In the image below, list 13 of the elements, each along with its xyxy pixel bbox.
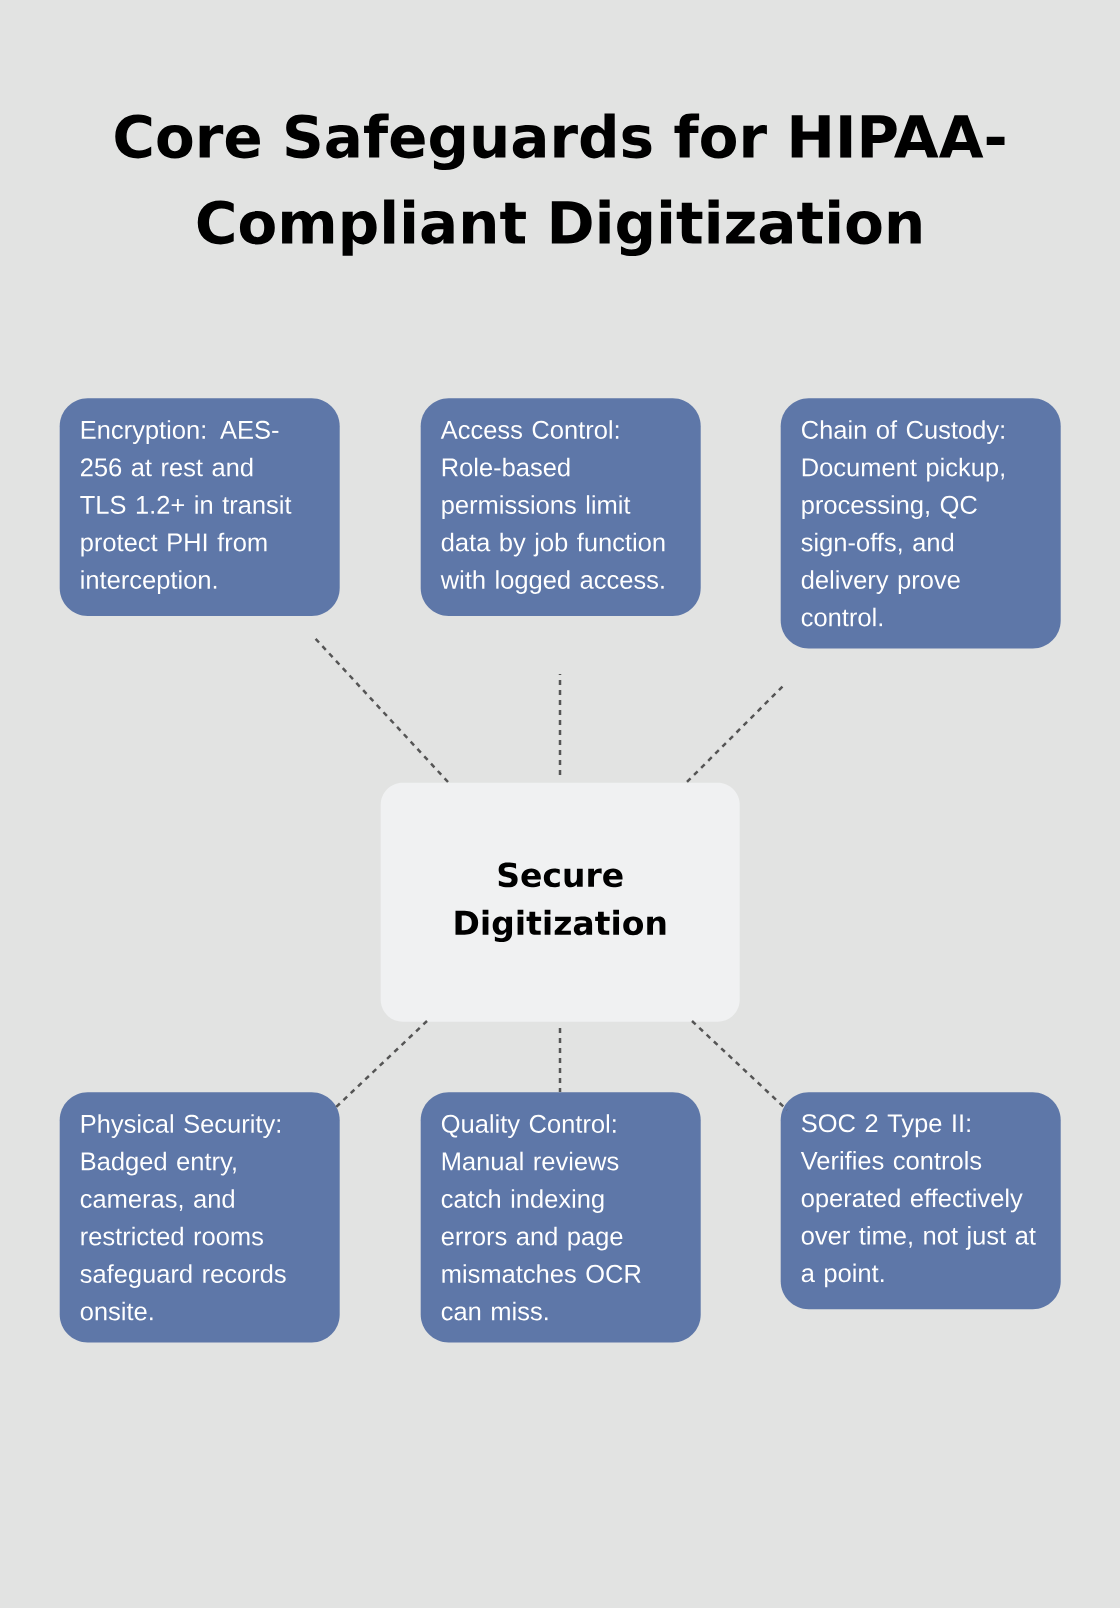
safeguard-box: Physical Security: Badged entry, cameras, and restricted rooms safeguard records onsite. (59, 1092, 340, 1343)
safeguard-box: SOC 2 Type II: Verifies controls operated effectively over time, not just at a point. (780, 1092, 1061, 1310)
title: Core Safeguards for HIPAA-Compliant Digitization (115, 113, 1005, 257)
connector-line (691, 1020, 788, 1111)
safeguard-box: Quality Control: Manual reviews catch indexing errors and page mismatches OCR can miss. (420, 1092, 701, 1343)
connector-line (558, 1028, 562, 1092)
safeguard-box: Encryption: AES-256 at rest and TLS 1.2+ in transit protect PHI from interception. (59, 398, 340, 616)
safeguard-box: Chain of Custody: Document pickup, processing, QC sign-offs, and delivery prove control. (780, 398, 1061, 649)
connector-line (558, 674, 562, 775)
center-box: Secure Digitization (380, 782, 740, 1022)
safeguard-box: Access Control: Role-based permissions limit data by job function with logged access. (420, 398, 701, 616)
connector-line (312, 635, 449, 783)
connector-line (686, 685, 784, 783)
